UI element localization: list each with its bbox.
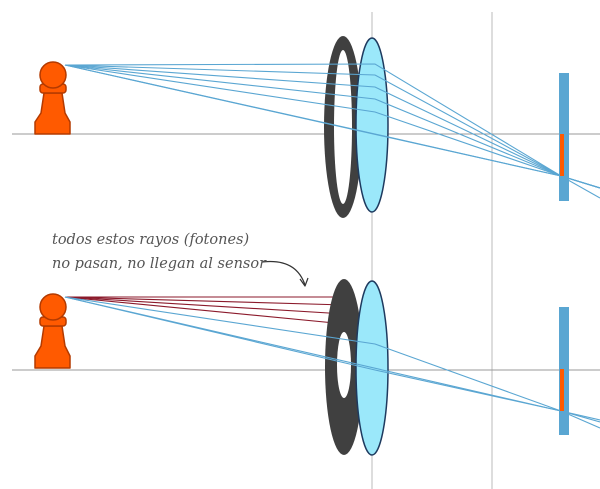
image-icon [560, 134, 564, 176]
pawn-icon [34, 61, 71, 135]
ray [64, 296, 600, 429]
blocked-ray [64, 296, 346, 306]
aperture-icon [325, 279, 363, 455]
lens-icon [355, 37, 389, 213]
image-icon [560, 369, 564, 411]
rays-blocked [64, 296, 346, 325]
annotation: todos estos rayos (fotones) no pasan, no… [52, 228, 266, 276]
annotation-line-2: no pasan, no llegan al sensor [52, 256, 267, 272]
arrow-icon [261, 260, 309, 287]
ray [64, 296, 600, 423]
blocked-ray [64, 296, 346, 325]
annotation-line-1: todos estos rayos (fotones) [52, 232, 250, 248]
rays-top [64, 63, 600, 199]
blocked-ray [64, 296, 346, 315]
pawn-icon [34, 293, 71, 369]
